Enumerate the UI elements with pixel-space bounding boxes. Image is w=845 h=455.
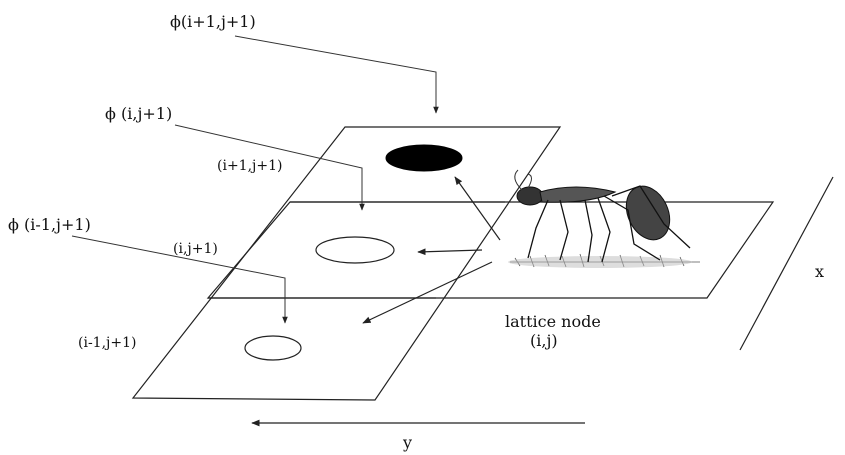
- x-axis-line: [739, 176, 834, 351]
- label-phi-top: ϕ(i+1,j+1): [170, 12, 256, 31]
- pheromone-spot-mid: [315, 236, 395, 264]
- lower-plane: [206, 201, 775, 299]
- label-axis-x: x: [815, 262, 824, 281]
- label-phi-low: ϕ (i-1,j+1): [8, 215, 91, 234]
- phi-labels: ϕ(i+1,j+1) ϕ (i,j+1) ϕ (i-1,j+1): [8, 12, 256, 234]
- ant-illustration: [508, 169, 700, 268]
- ant-arrow-down: [362, 261, 493, 324]
- ant-arrow-up: [454, 176, 501, 241]
- lattice-planes: [131, 126, 775, 401]
- pheromone-spot-low: [244, 335, 302, 361]
- ant-arrow-left: [417, 248, 483, 256]
- label-node-top: (i+1,j+1): [217, 158, 282, 174]
- leader-phi-low: [71, 235, 288, 324]
- leader-phi-top: [234, 35, 439, 114]
- label-lattice-node: lattice node: [505, 312, 601, 331]
- node-labels: (i+1,j+1) (i,j+1) (i-1,j+1): [78, 158, 282, 351]
- label-node-low: (i-1,j+1): [78, 335, 136, 351]
- label-node-mid: (i,j+1): [173, 241, 218, 257]
- label-axis-y: y: [402, 433, 412, 452]
- label-phi-mid: ϕ (i,j+1): [105, 104, 172, 123]
- pheromone-spot-filled: [385, 144, 463, 172]
- upper-plane: [131, 126, 562, 401]
- leader-phi-mid: [174, 124, 365, 211]
- label-lattice-index: (i,j): [530, 331, 558, 350]
